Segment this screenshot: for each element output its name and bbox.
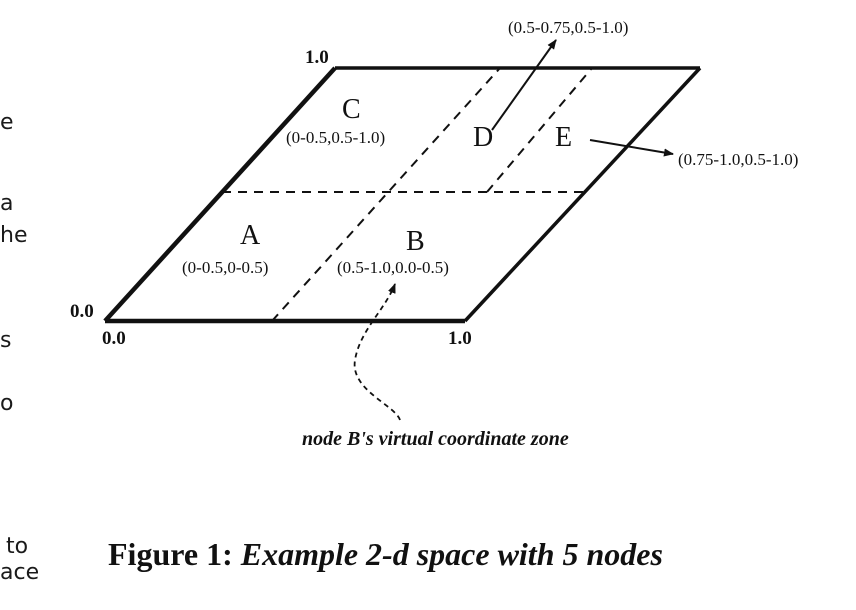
side-text-fragment: s (0, 328, 12, 353)
side-text-fragment: e (0, 110, 14, 135)
zone-b-range: (0.5-1.0,0.0-0.5) (337, 258, 449, 277)
axis-label-bottom-right: 1.0 (448, 328, 472, 349)
zone-c-range: (0-0.5,0.5-1.0) (286, 128, 385, 147)
side-text-fragment: he (0, 223, 28, 248)
zone-d-letter: D (473, 122, 493, 153)
d-e-divider (486, 67, 593, 193)
zone-b-curved-arrow (354, 283, 401, 421)
caption-text: Example 2-d space with 5 nodes (240, 536, 663, 572)
zone-e-arrow (589, 139, 674, 157)
side-text-fragment: o (0, 391, 14, 416)
left-edge (103, 66, 337, 323)
figure-caption: Figure 1: Example 2-d space with 5 nodes (108, 536, 663, 573)
zone-a-letter: A (240, 220, 261, 251)
right-edge (463, 66, 702, 323)
zone-b-letter: B (406, 226, 425, 257)
zone-e-letter: E (555, 122, 572, 153)
zone-c-letter: C (342, 94, 361, 125)
zone-d-range: (0.5-0.75,0.5-1.0) (508, 18, 628, 37)
side-text-fragment: a (0, 191, 14, 216)
caption-prefix: Figure 1: (108, 536, 233, 572)
side-text-fragment: to (6, 534, 29, 559)
zone-a-range: (0-0.5,0-0.5) (182, 258, 268, 277)
axis-label-left: 0.0 (70, 301, 94, 322)
node-b-zone-annotation: node B's virtual coordinate zone (302, 428, 569, 450)
zone-d-arrow (491, 39, 557, 131)
zone-e-range: (0.75-1.0,0.5-1.0) (678, 150, 798, 169)
side-text-fragment: ace (0, 560, 40, 585)
vertical-divider (271, 67, 501, 322)
axis-label-bottom-left: 0.0 (102, 328, 126, 349)
axis-label-top-left: 1.0 (305, 47, 329, 68)
